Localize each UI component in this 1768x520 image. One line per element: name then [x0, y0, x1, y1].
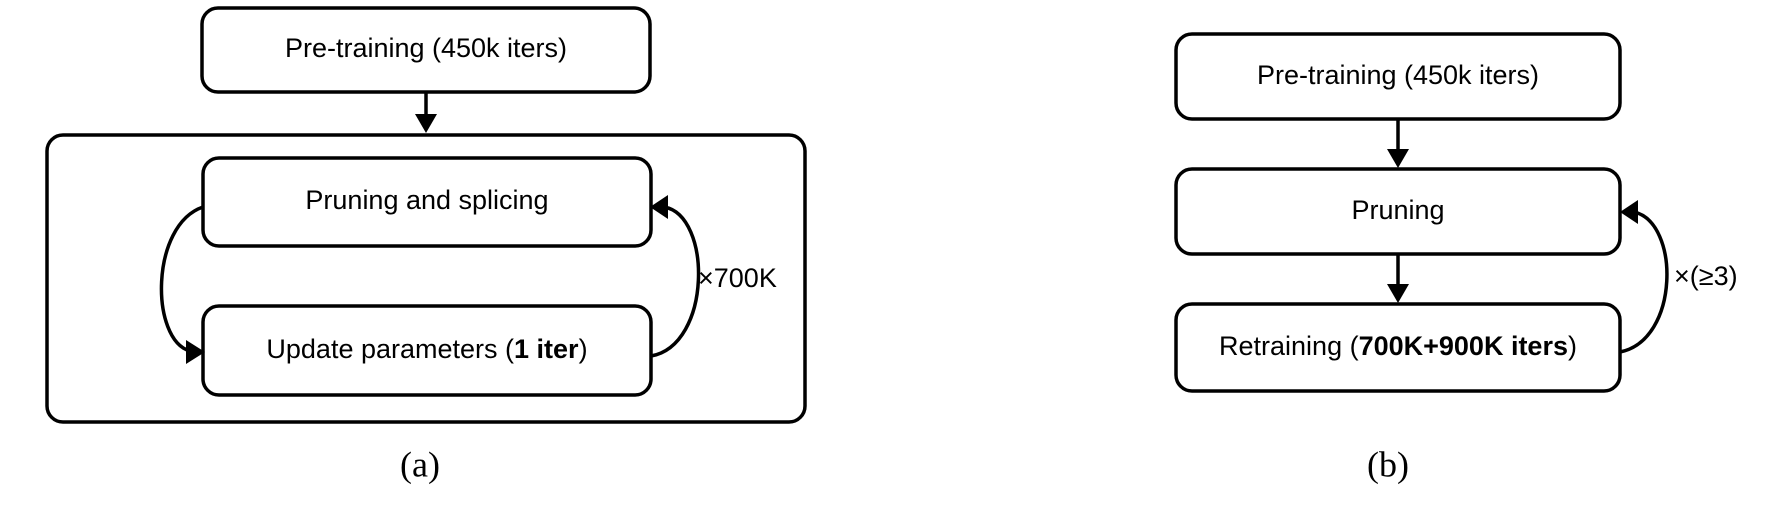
panel-b: Pre-training (450k iters) Pruning Retrai…	[1174, 32, 1738, 484]
panel-b-retrain-label-post: )	[1568, 331, 1577, 361]
panel-b-pretrain-label: Pre-training (450k iters)	[1257, 60, 1539, 90]
panel-a-curve-prune-to-update	[159, 205, 204, 353]
panel-b-arrowhead-prune	[1387, 149, 1409, 168]
panel-a-update-label: Update parameters (1 iter)	[266, 334, 587, 364]
panel-b-retrain-label-pre: Retraining (	[1219, 331, 1359, 361]
panel-b-caption: (b)	[1367, 444, 1409, 484]
panel-a-arrowhead-prune	[650, 195, 668, 219]
panel-b-curve-retrain-to-prune	[1619, 210, 1669, 354]
panel-a-loop-count-label: ×700K	[698, 263, 777, 293]
panel-b-arrowhead-loop	[1620, 200, 1638, 224]
panel-a-update-label-post: )	[579, 334, 588, 364]
panel-a-prune-splice-label: Pruning and splicing	[305, 185, 548, 215]
panel-b-arrowhead-retrain	[1387, 284, 1409, 303]
panel-a-pretrain-label: Pre-training (450k iters)	[285, 33, 567, 63]
panel-a-curve-update-to-prune	[650, 205, 701, 358]
panel-a-update-box	[201, 304, 653, 397]
panel-a-update-label-pre: Update parameters (	[266, 334, 514, 364]
panel-b-retrain-box	[1174, 302, 1622, 393]
panel-b-retrain-label: Retraining (700K+900K iters)	[1219, 331, 1577, 361]
panel-a-arrowhead-update	[186, 340, 205, 364]
panel-a-caption: (a)	[400, 444, 440, 484]
panel-a-arrowhead-pretrain	[415, 114, 437, 133]
panel-b-retrain-label-bold: 700K+900K iters	[1359, 331, 1568, 361]
panel-b-loop-count-label: ×(≥3)	[1674, 261, 1738, 291]
panel-a-loop-frame	[45, 133, 807, 424]
panel-a: Pre-training (450k iters) Pruning and sp…	[45, 6, 807, 484]
panel-b-prune-label: Pruning	[1351, 195, 1444, 225]
panel-a-prune-splice-box	[201, 156, 653, 248]
panel-a-update-label-bold: 1 iter	[514, 334, 579, 364]
